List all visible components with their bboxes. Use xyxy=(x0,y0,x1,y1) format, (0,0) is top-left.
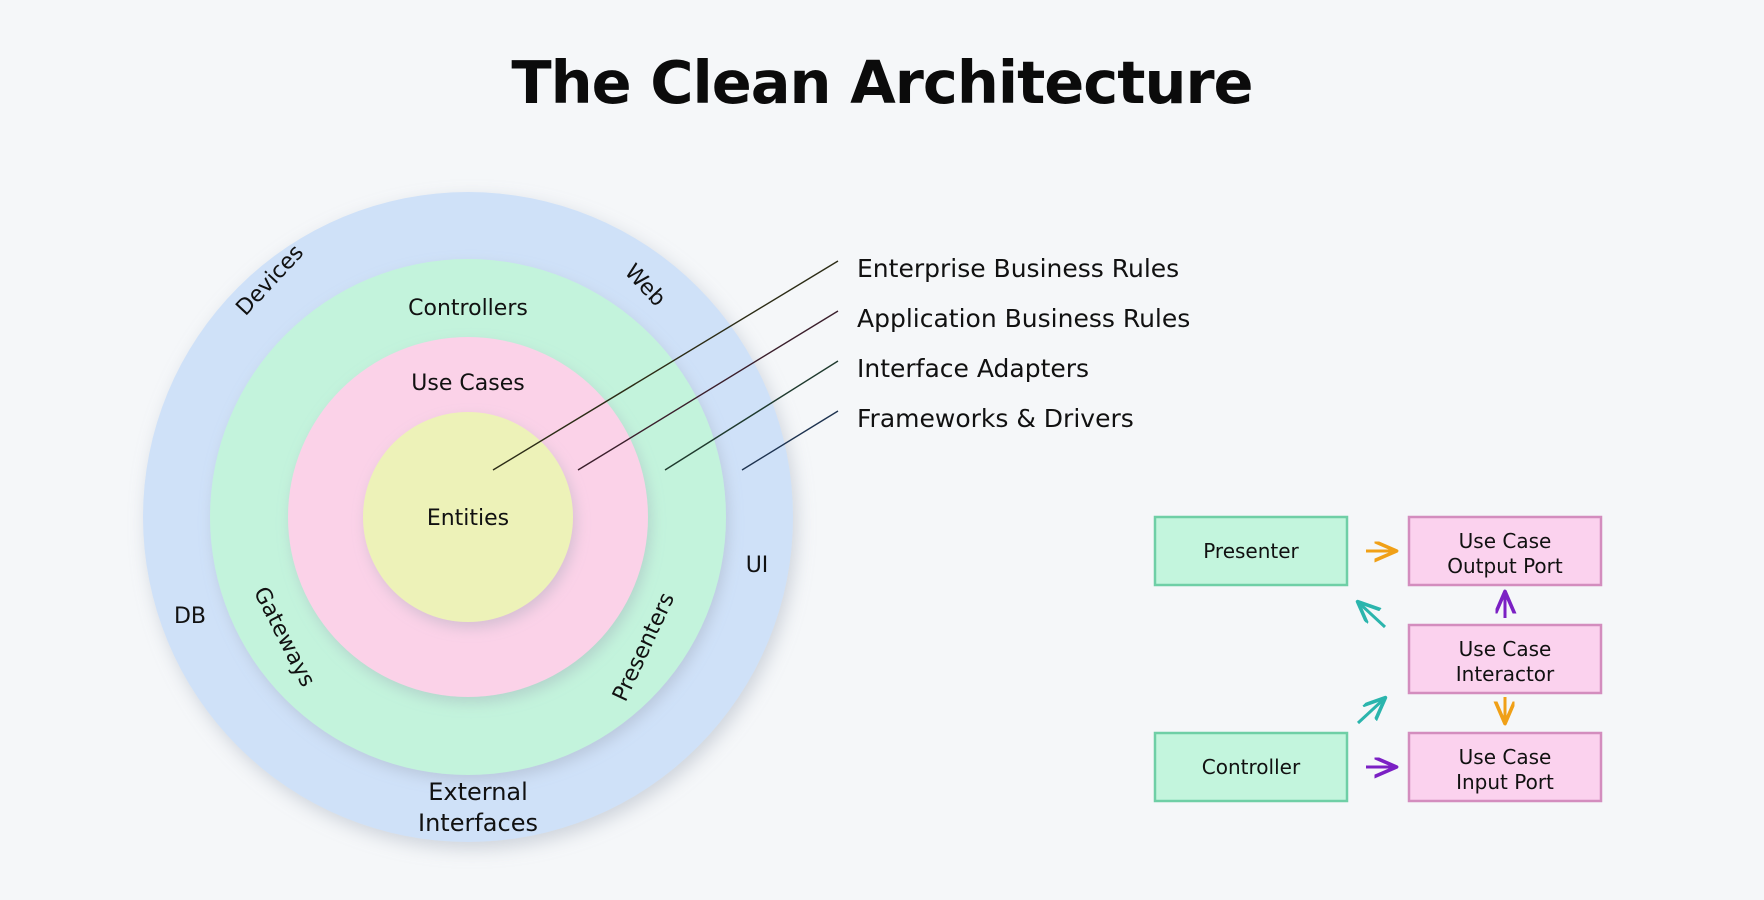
flow-box-label-use-case-input-port-line-2: Input Port xyxy=(1456,770,1554,794)
flow-box-label-use-case-input-port-line-1: Use Case xyxy=(1459,745,1552,769)
ring-label-use-cases: Use Cases xyxy=(411,371,524,396)
flow-box-label-use-case-output-port-line-2: Output Port xyxy=(1447,554,1563,578)
ring-label-db: DB xyxy=(174,604,206,629)
flow-box-rect-controller xyxy=(1153,731,1349,803)
leader-line-frameworks-and-drivers xyxy=(741,410,839,471)
ring-flat-labels: DB UI xyxy=(174,553,768,629)
page-title: The Clean Architecture xyxy=(511,48,1253,117)
flow-box-label-use-case-output-port-line-1: Use Case xyxy=(1459,529,1552,553)
ring-enterprise-business-rules xyxy=(363,412,573,622)
flow-box-rect-use-case-interactor xyxy=(1407,623,1603,695)
flow-box-label-presenter: Presenter xyxy=(1203,539,1299,563)
external-interfaces-label: External Interfaces xyxy=(418,778,538,837)
flow-box-presenter[interactable]: Presenter xyxy=(1153,515,1349,587)
ring-label-entities: Entities xyxy=(427,506,509,531)
ring-label-controllers: Controllers xyxy=(408,296,528,321)
leader-label-frameworks-and-drivers: Frameworks & Drivers xyxy=(857,404,1134,433)
leader-line-enterprise-business-rules xyxy=(492,260,839,471)
arrow-controller-to-interactor xyxy=(1356,698,1385,725)
ring-inner-labels: Entities Use Cases Controllers xyxy=(408,296,528,531)
flow-box-controller[interactable]: Controller xyxy=(1153,731,1349,803)
leader-label-application-business-rules: Application Business Rules xyxy=(857,304,1190,333)
arrow-output-port-to-presenter xyxy=(1358,602,1387,629)
flow-box-rect-use-case-input-port xyxy=(1407,731,1603,803)
flow-box-rect-use-case-output-port xyxy=(1407,515,1603,587)
leader-line-application-business-rules xyxy=(577,310,839,471)
leader-label-enterprise-business-rules: Enterprise Business Rules xyxy=(857,254,1179,283)
external-interfaces-line-2: Interfaces xyxy=(418,809,538,837)
flow-box-label-use-case-interactor-line-2: Interactor xyxy=(1456,662,1555,686)
ring-label-ui: UI xyxy=(746,553,769,578)
flow-arrows xyxy=(1358,551,1505,767)
flow-box-rect-presenter xyxy=(1153,515,1349,587)
leader-label-interface-adapters: Interface Adapters xyxy=(857,354,1089,383)
external-interfaces-line-1: External xyxy=(428,778,528,806)
flow-box-label-controller: Controller xyxy=(1202,755,1301,779)
flow-box-label-use-case-interactor-line-1: Use Case xyxy=(1459,637,1552,661)
leader-line-interface-adapters xyxy=(664,360,839,471)
